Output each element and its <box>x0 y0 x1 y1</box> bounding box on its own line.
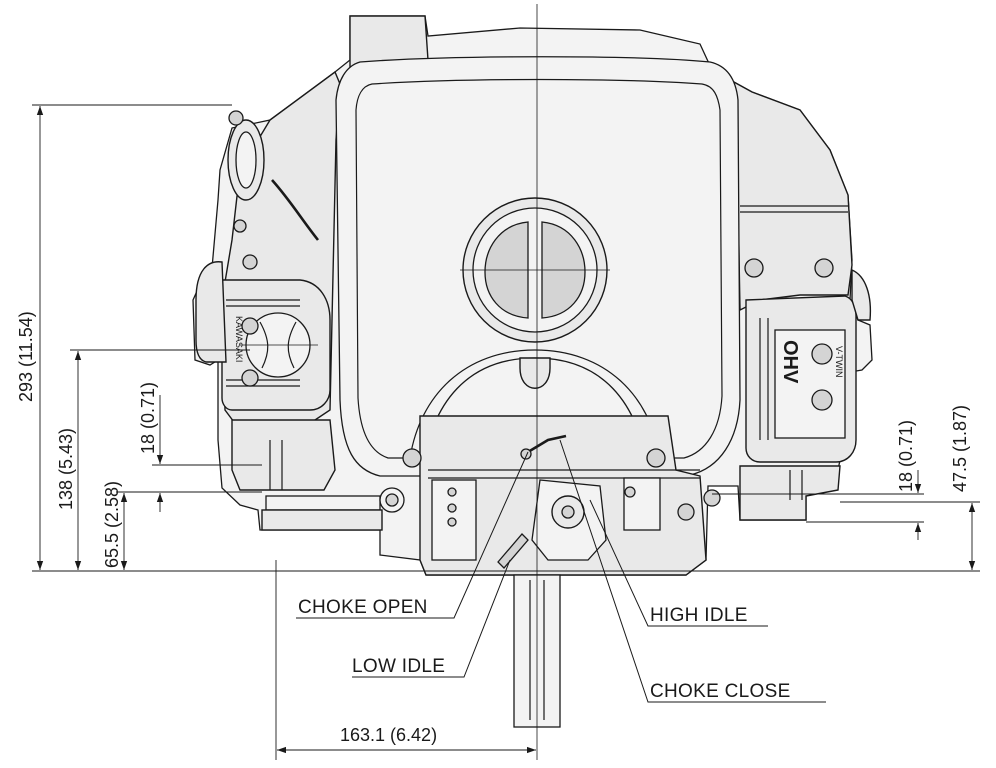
air-cleaner-inner-rim <box>355 78 723 459</box>
callout-leaders <box>296 439 826 703</box>
dimension-labels: 293 (11.54) 138 (5.43) 65.5 (2.58) 18 (0… <box>16 311 970 745</box>
left-lower-components <box>231 419 405 531</box>
leader-choke-close <box>559 439 826 703</box>
right-cylinder-head: OHV V-TWIN <box>744 258 872 463</box>
right-shroud-ribs <box>740 205 848 213</box>
engine-body: KAWASAKI OHV V-TWIN <box>192 15 873 728</box>
leader-choke-open <box>296 451 529 619</box>
dim-label-138: 138 (5.43) <box>56 428 76 510</box>
right-lower-components <box>739 465 841 521</box>
right-head-vtwin: V-TWIN <box>834 346 844 378</box>
carburetor-assembly <box>402 357 721 576</box>
dim-label-163: 163.1 (6.42) <box>340 725 437 745</box>
callout-high-idle: HIGH IDLE <box>650 605 748 626</box>
callout-labels: CHOKE OPEN LOW IDLE HIGH IDLE CHOKE CLOS… <box>298 597 791 702</box>
left-side-plate <box>195 261 227 363</box>
right-head-ohv: OHV <box>779 340 801 384</box>
dim-label-47: 47.5 (1.87) <box>950 405 970 492</box>
low-idle-screw <box>497 533 529 569</box>
fuel-line <box>271 179 320 241</box>
centerlines <box>240 4 610 760</box>
left-fuel-components <box>195 110 320 363</box>
left-head-marking: KAWASAKI <box>234 316 244 362</box>
leader-high-idle <box>589 499 768 627</box>
callout-choke-close: CHOKE CLOSE <box>650 681 791 702</box>
dim-label-293: 293 (11.54) <box>16 311 36 402</box>
leader-low-idle <box>352 559 511 678</box>
choke-linkage <box>527 434 567 454</box>
callout-choke-open: CHOKE OPEN <box>298 597 428 618</box>
callout-low-idle: LOW IDLE <box>352 656 445 677</box>
dim-label-65: 65.5 (2.58) <box>102 481 122 568</box>
dimension-lines <box>32 104 980 760</box>
dim-label-18-right: 18 (0.71) <box>896 420 916 492</box>
dim-label-18-left: 18 (0.71) <box>138 382 158 454</box>
